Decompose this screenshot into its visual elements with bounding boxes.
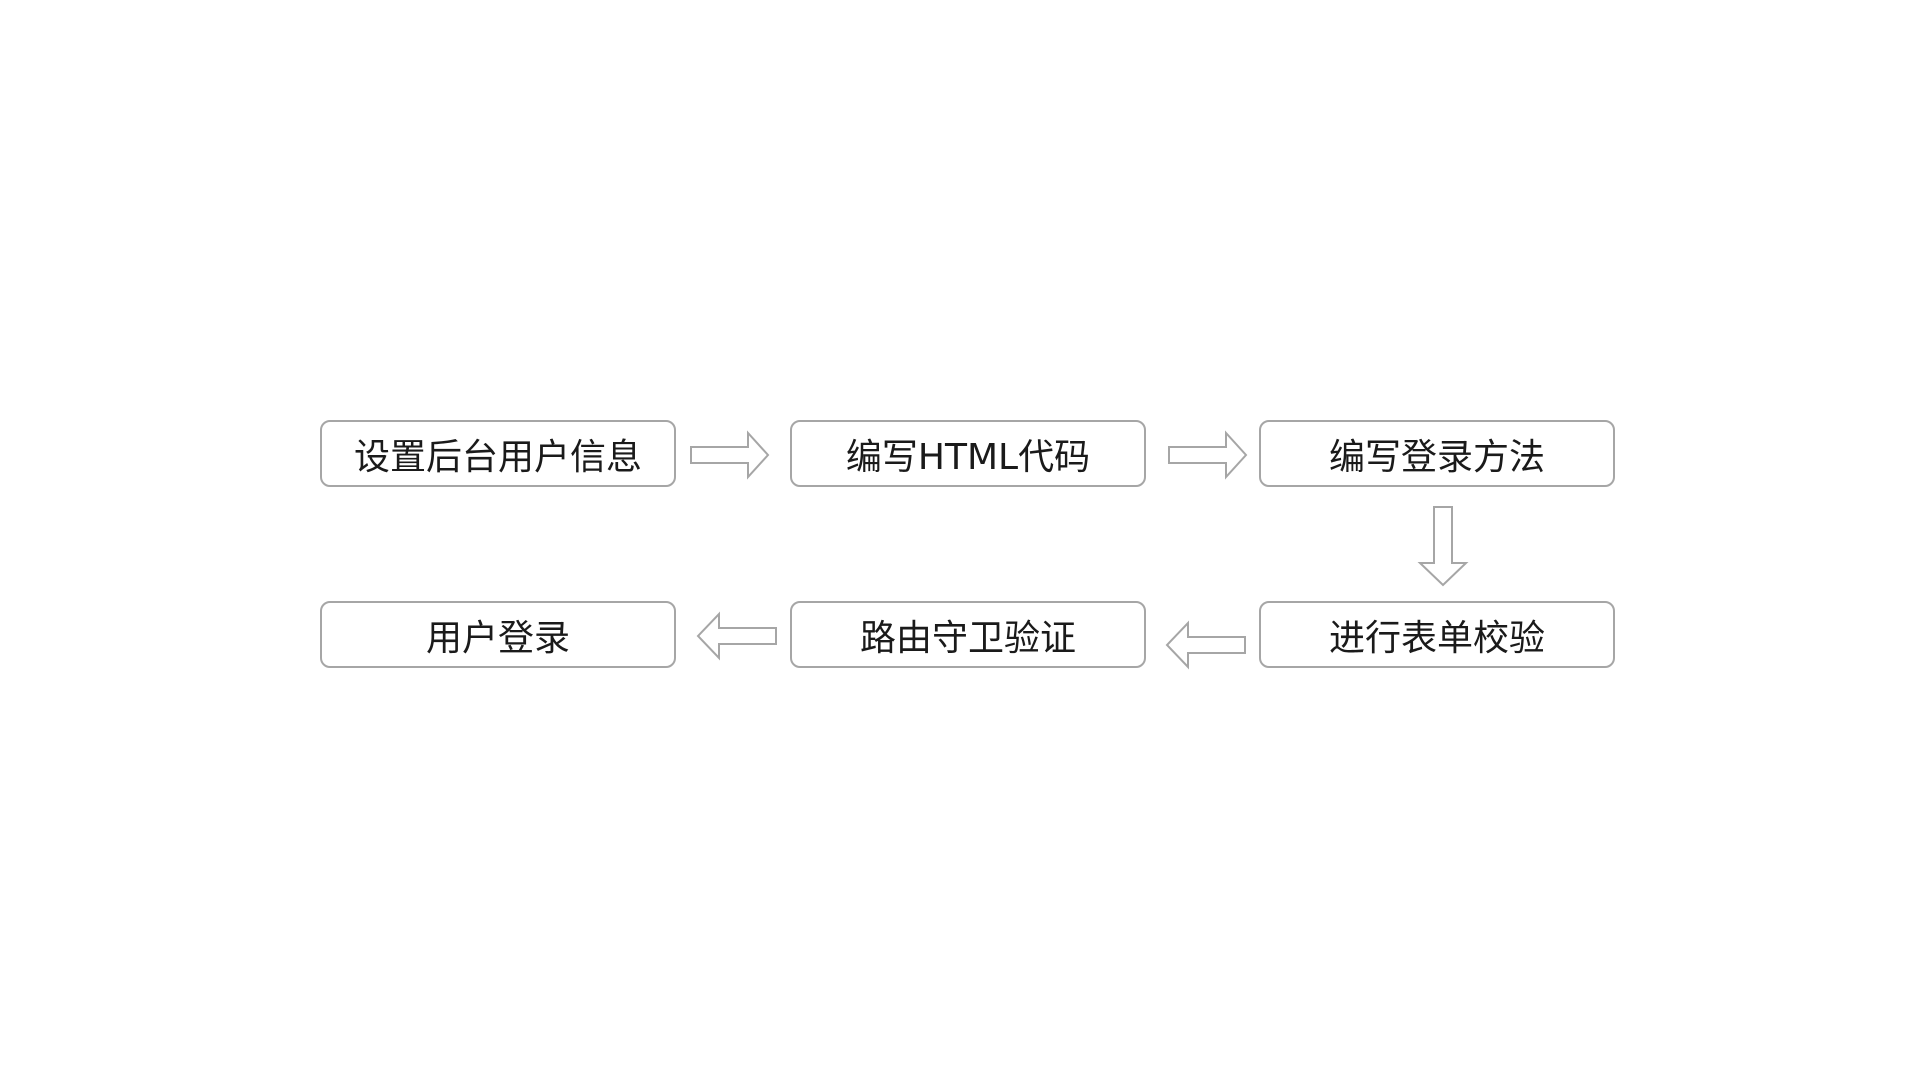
arrow-left-icon [696, 611, 777, 661]
step-write-html-code: 编写HTML代码 [790, 420, 1146, 487]
arrow-right-icon [690, 430, 770, 480]
arrow-left-icon [1165, 620, 1246, 670]
step-route-guard-verify: 路由守卫验证 [790, 601, 1146, 668]
arrow-down-icon [1417, 506, 1469, 587]
step-form-validation: 进行表单校验 [1259, 601, 1615, 668]
step-write-login-method: 编写登录方法 [1259, 420, 1615, 487]
arrow-right-icon [1168, 430, 1248, 480]
step-set-backend-user-info: 设置后台用户信息 [320, 420, 676, 487]
step-user-login: 用户登录 [320, 601, 676, 668]
